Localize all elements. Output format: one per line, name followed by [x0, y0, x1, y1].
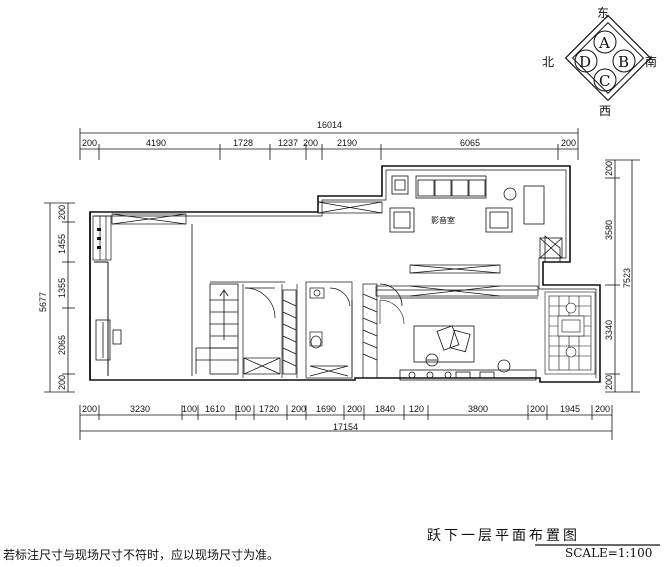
dim-top-seg-5: 200 — [303, 138, 318, 148]
dim-left-seg-2: 1455 — [57, 234, 67, 254]
dim-right-seg-4: 200 — [604, 375, 614, 390]
drawing-title: 跃下一层平面布置图 — [427, 528, 580, 544]
av-room-label: 影音室 — [431, 215, 455, 225]
staircase — [195, 283, 239, 375]
left-shelf — [97, 228, 101, 249]
storage-closets — [242, 284, 298, 378]
dim-bottom-seg-11: 120 — [409, 404, 424, 414]
door-swings — [379, 299, 405, 325]
dim-top-seg-4: 1237 — [278, 138, 298, 148]
compass-letter-b: B — [618, 53, 629, 71]
dim-top-seg-3: 1728 — [233, 138, 253, 148]
compass-rose — [564, 14, 652, 102]
dim-bottom-seg-12: 3800 — [468, 404, 488, 414]
dim-bottom-seg-6: 1720 — [259, 404, 279, 414]
dim-top-total: 16014 — [317, 120, 342, 130]
left-dimension-lines — [44, 202, 75, 393]
right-dimension-lines — [605, 159, 640, 393]
drawing-scale: SCALE=1:100 — [565, 546, 652, 560]
dim-left-seg-5: 200 — [57, 375, 67, 390]
dim-bottom-seg-8: 1690 — [316, 404, 336, 414]
dim-bottom-seg-13: 200 — [530, 404, 545, 414]
bathroom — [305, 281, 353, 379]
corridor-window-bands — [375, 264, 539, 299]
dim-top-seg-7: 6065 — [460, 138, 480, 148]
compass-west-label: 西 — [599, 104, 611, 118]
right-room-patterned-floor — [544, 291, 596, 375]
dim-top-seg-1: 200 — [82, 138, 97, 148]
dim-bottom-seg-2: 3230 — [130, 404, 150, 414]
dimension-note: 若标注尺寸与现场尺寸不符时，应以现场尺寸为准。 — [3, 547, 279, 562]
top-dimension-lines — [79, 128, 579, 160]
dim-right-seg-1: 200 — [604, 161, 614, 176]
dim-bottom-seg-14: 1945 — [560, 404, 580, 414]
dim-left-seg-3: 1355 — [57, 278, 67, 298]
av-room-furniture — [389, 175, 563, 263]
compass-letter-d: D — [579, 53, 591, 71]
exterior-walls — [89, 165, 601, 383]
compass-east-label: 东 — [597, 6, 609, 20]
compass-letter-a: A — [598, 34, 610, 52]
dim-bottom-seg-5: 100 — [236, 404, 251, 414]
dim-left-seg-4: 2065 — [57, 335, 67, 355]
left-room-lines — [191, 224, 285, 376]
dim-top-seg-8: 200 — [561, 138, 576, 148]
hall-closet — [362, 283, 403, 379]
dim-right-total: 7523 — [622, 268, 632, 288]
dim-top-seg-6: 2190 — [337, 138, 357, 148]
left-wall-window — [92, 201, 383, 261]
dim-bottom-seg-3: 100 — [182, 404, 197, 414]
piano-icon — [95, 319, 122, 361]
dim-top-seg-2: 4190 — [146, 138, 166, 148]
bottom-dimension-lines — [79, 405, 613, 440]
dim-bottom-seg-1: 200 — [82, 404, 97, 414]
dim-bottom-seg-7: 200 — [291, 404, 306, 414]
dim-bottom-seg-9: 200 — [347, 404, 362, 414]
bedroom-furniture — [399, 325, 537, 381]
dim-right-seg-3: 3340 — [604, 320, 614, 340]
dim-left-seg-1: 200 — [57, 205, 67, 220]
compass-north-label: 北 — [542, 55, 554, 69]
compass-south-label: 南 — [645, 54, 657, 69]
dim-bottom-seg-4: 1610 — [205, 404, 225, 414]
dim-bottom-seg-10: 1840 — [375, 404, 395, 414]
dim-bottom-total: 17154 — [333, 422, 358, 432]
dim-bottom-seg-15: 200 — [595, 404, 610, 414]
dim-left-total: 5677 — [38, 292, 48, 312]
dim-right-seg-2: 3580 — [604, 220, 614, 240]
compass-letter-c: C — [599, 72, 610, 90]
